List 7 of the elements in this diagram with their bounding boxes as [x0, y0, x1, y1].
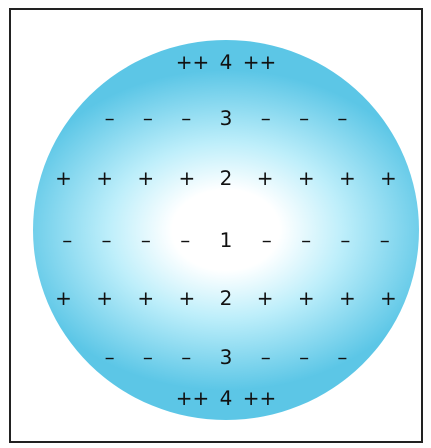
charge-row: + + + + 2 + + + + — [55, 286, 397, 310]
charge-row: ++ 4 ++ — [176, 386, 276, 410]
charge-row: ++ 4 ++ — [176, 50, 276, 74]
charge-row: – – – 3 – – – — [104, 345, 348, 369]
charge-row: + + + + 2 + + + + — [55, 166, 397, 190]
charge-row: – – – – 1 – – – – — [62, 228, 390, 252]
charge-row: – – – 3 – – – — [104, 106, 348, 130]
